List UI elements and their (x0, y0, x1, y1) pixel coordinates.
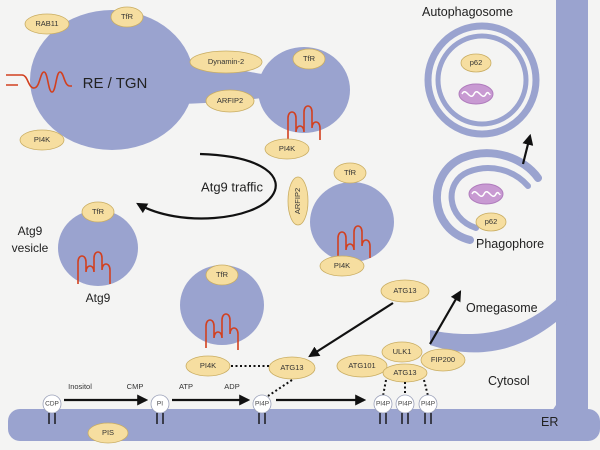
svg-text:PI4K: PI4K (34, 135, 50, 144)
pi4k-protein-bud: PI4K (264, 138, 310, 160)
omegasome-arrow (429, 290, 462, 345)
mitochondrion-autophagosome (458, 83, 494, 105)
p62-protein-autophagosome: p62 (460, 53, 492, 73)
p62-protein-phagophore: p62 (475, 212, 507, 232)
svg-text:PI4K: PI4K (279, 144, 295, 153)
svg-text:PI4K: PI4K (334, 261, 350, 270)
atg13-protein-complex: ATG13 (382, 363, 428, 383)
er-label: ER (541, 415, 558, 429)
autophagosome (424, 22, 540, 138)
svg-text:PI4P: PI4P (421, 401, 435, 408)
atg13-recruit-arrow (308, 302, 394, 358)
transmembrane-helix-budding (337, 225, 371, 262)
re-tgn-label: RE / TGN (83, 75, 148, 92)
pi-bead: PI (150, 394, 170, 424)
svg-text:ARFIP2: ARFIP2 (217, 96, 243, 105)
atg9-vesicle-label-line2: vesicle (12, 241, 49, 255)
arfip2-protein-vertical: ARFIP2 (287, 176, 309, 226)
atp-label: ATP (179, 382, 193, 391)
svg-text:PIS: PIS (102, 428, 114, 437)
pi4p-bead-2: PI4P (373, 394, 393, 424)
omegasome-label: Omegasome (466, 301, 538, 315)
atg9-label: Atg9 (86, 291, 111, 305)
tfr-protein-vesicle: TfR (81, 201, 115, 223)
svg-text:FIP200: FIP200 (431, 355, 455, 364)
dynamin2-protein: Dynamin-2 (189, 50, 263, 74)
autophagosome-label: Autophagosome (422, 5, 513, 19)
pi4p-bead-1: PI4P (252, 394, 272, 424)
atg13-pi4p-link (267, 379, 293, 397)
transmembrane-helix-fusing (205, 313, 239, 350)
tfr-protein-budding: TfR (333, 162, 367, 184)
atg9-vesicle-label-line1: Atg9 (18, 224, 43, 238)
svg-text:ULK1: ULK1 (393, 347, 412, 356)
pi4p-bead-4: PI4P (418, 394, 438, 424)
svg-text:RAB11: RAB11 (35, 19, 58, 28)
transmembrane-helix-vesicle (77, 251, 111, 284)
atg101-protein: ATG101 (336, 354, 388, 378)
svg-text:TfR: TfR (92, 207, 105, 216)
tfr-protein-fusing: TfR (205, 264, 239, 286)
cytosol-label: Cytosol (488, 374, 530, 388)
transmembrane-helix-re (6, 71, 72, 93)
adp-label: ADP (224, 382, 239, 391)
svg-text:Dynamin-2: Dynamin-2 (208, 57, 244, 66)
svg-text:ARFIP2: ARFIP2 (293, 188, 302, 214)
inositol-label: Inositol (68, 382, 92, 391)
svg-text:PI4K: PI4K (200, 361, 216, 370)
cdp-bead: CDP (42, 394, 62, 424)
svg-text:p62: p62 (485, 217, 498, 226)
atg13-protein-top: ATG13 (380, 279, 430, 303)
tfr-protein-bud: TfR (292, 48, 326, 70)
svg-text:PI4P: PI4P (398, 401, 412, 408)
atg13-protein-middle: ATG13 (268, 356, 316, 380)
svg-text:PI4P: PI4P (255, 401, 269, 408)
pi4k-protein-fusing: PI4K (185, 355, 231, 377)
svg-text:TfR: TfR (344, 168, 357, 177)
phagophore-label: Phagophore (476, 237, 544, 251)
phagophore-membrane-inner (448, 165, 531, 231)
svg-text:TfR: TfR (121, 12, 134, 21)
svg-text:p62: p62 (470, 58, 483, 67)
pi4k-protein-budding: PI4K (319, 255, 365, 277)
svg-text:TfR: TfR (216, 270, 229, 279)
tfr-protein-re: TfR (110, 6, 144, 28)
rab11-protein: RAB11 (24, 13, 70, 35)
maturation-arrow (521, 133, 534, 165)
atg9-traffic-label: Atg9 traffic (201, 179, 263, 194)
pi4p-bead-3: PI4P (395, 394, 415, 424)
cmp-label: CMP (127, 382, 144, 391)
svg-text:ATG13: ATG13 (393, 286, 416, 295)
pi4k-protein-re: PI4K (19, 129, 65, 151)
ulk1-protein: ULK1 (381, 341, 423, 363)
svg-text:ATG13: ATG13 (280, 363, 303, 372)
pis-protein: PIS (87, 422, 129, 444)
atg9-traffic-arrow (136, 152, 277, 220)
fip200-protein: FIP200 (420, 348, 466, 372)
transmembrane-helix-bud (287, 105, 321, 146)
phagophore-membrane (433, 149, 542, 244)
budding-vesicle (310, 182, 394, 262)
mitochondrion-phagophore (468, 183, 504, 205)
complex-pi4p-links (382, 379, 429, 397)
svg-text:PI: PI (157, 401, 163, 408)
er-membrane (8, 0, 600, 441)
svg-text:TfR: TfR (303, 54, 316, 63)
re-tgn-compartment (30, 10, 350, 150)
svg-text:ATG101: ATG101 (348, 361, 375, 370)
fusing-vesicle (180, 265, 264, 345)
svg-text:ATG13: ATG13 (393, 368, 416, 377)
svg-text:PI4P: PI4P (376, 401, 390, 408)
svg-text:CDP: CDP (45, 401, 59, 408)
arfip2-protein-neck: ARFIP2 (205, 89, 255, 113)
